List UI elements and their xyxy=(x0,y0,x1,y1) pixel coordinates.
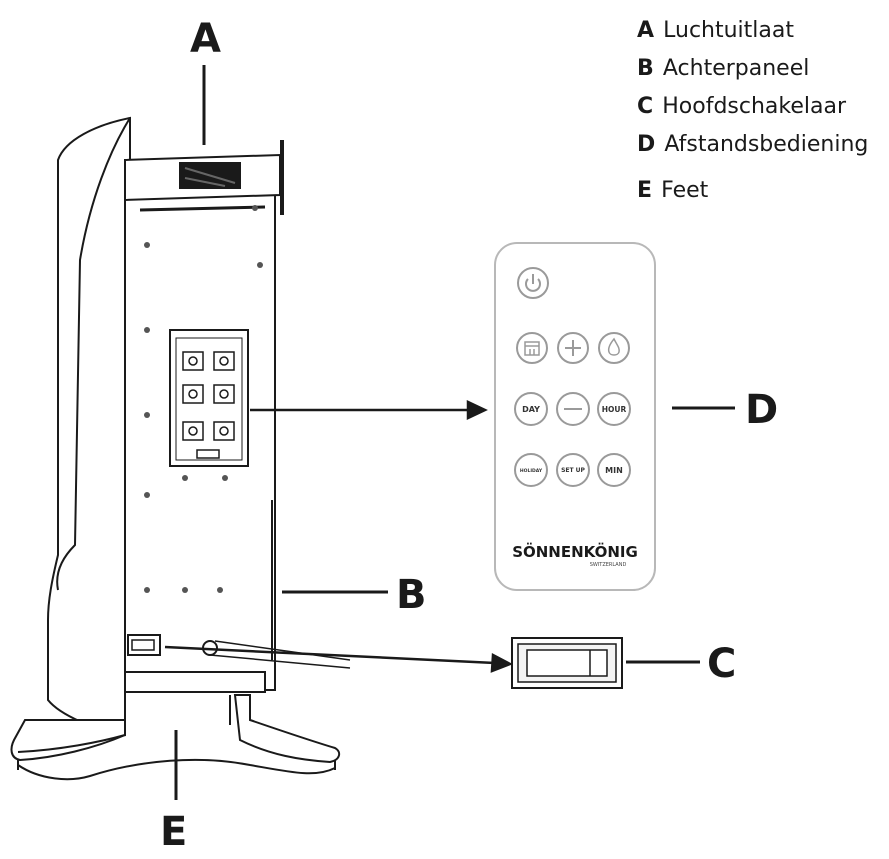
legend-item-c: C Hoofdschakelaar xyxy=(637,94,847,119)
callout-label-d: D xyxy=(745,387,778,433)
plus-icon xyxy=(565,340,581,356)
front-panel-inner-curve xyxy=(56,117,131,591)
legend: A Luchtuitlaat B Achterpaneel C Hoofdsch… xyxy=(637,18,868,203)
legend-item-a: A Luchtuitlaat xyxy=(637,18,794,43)
callout-label-a: A xyxy=(190,16,221,62)
control-panel-buttons xyxy=(182,351,235,459)
legend-text-a: Luchtuitlaat xyxy=(663,18,794,43)
switch-rocker xyxy=(526,649,608,677)
flame-icon xyxy=(607,337,620,356)
flame-button xyxy=(598,332,630,364)
calendar-button xyxy=(516,332,548,364)
remote-control: DAY HOUR HOLIDAY SET UP MIN SÖNNENKÖNIG … xyxy=(494,242,656,591)
brand-logo: SÖNNENKÖNIG xyxy=(512,542,638,561)
screws xyxy=(144,205,263,680)
holiday-button-label: HOLIDAY xyxy=(520,468,543,474)
legend-letter-b: B xyxy=(637,56,654,81)
main-switch-detail xyxy=(511,637,623,689)
min-button-label: MIN xyxy=(605,466,623,475)
heater-illustration xyxy=(10,116,351,781)
legend-text-b: Achterpaneel xyxy=(663,56,809,81)
brand-subtitle: SWITZERLAND xyxy=(590,562,627,568)
plus-button xyxy=(557,332,589,364)
callout-label-b: B xyxy=(396,572,427,618)
power-cable xyxy=(209,654,351,669)
legend-letter-a: A xyxy=(637,18,654,43)
heater-base xyxy=(124,671,266,693)
foot-right xyxy=(233,694,341,764)
legend-text-e: Feet xyxy=(661,178,709,203)
min-button: MIN xyxy=(597,453,631,487)
setup-button: SET UP xyxy=(556,453,590,487)
minus-button xyxy=(556,392,590,426)
setup-button-label: SET UP xyxy=(561,467,585,474)
calendar-icon xyxy=(524,341,540,356)
legend-item-b: B Achterpaneel xyxy=(637,56,809,81)
legend-text-d: Afstandsbediening xyxy=(664,132,868,157)
legend-item-d: D Afstandsbediening xyxy=(637,132,868,157)
power-icon xyxy=(525,274,541,292)
control-panel xyxy=(169,329,249,467)
hour-button: HOUR xyxy=(597,392,631,426)
day-button: DAY xyxy=(514,392,548,426)
power-button xyxy=(517,267,549,299)
arrows xyxy=(164,400,514,673)
legend-letter-e: E xyxy=(637,178,652,203)
callout-lines xyxy=(174,65,735,800)
hour-button-label: HOUR xyxy=(602,405,627,414)
legend-item-e: E Feet xyxy=(637,178,709,203)
day-button-label: DAY xyxy=(522,405,540,414)
callout-label-e: E xyxy=(160,809,187,855)
front-panel xyxy=(47,116,131,737)
arrow-to-switch xyxy=(164,645,496,665)
legend-letter-d: D xyxy=(637,132,655,157)
callout-label-c: C xyxy=(707,641,736,687)
legend-letter-c: C xyxy=(637,94,653,119)
holiday-button: HOLIDAY xyxy=(514,453,548,487)
legend-text-c: Hoofdschakelaar xyxy=(662,94,847,119)
